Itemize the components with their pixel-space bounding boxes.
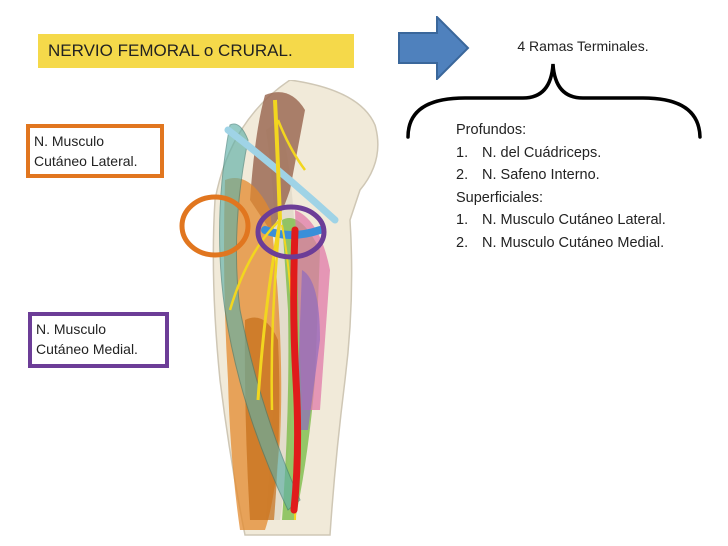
lateral-label-line-2: Cutáneo Lateral. — [34, 153, 138, 169]
branch-number: 2. — [456, 167, 469, 183]
medial-label-line-1: N. Musculo — [36, 321, 107, 337]
branch-text: N. del Cuádriceps. — [482, 144, 602, 161]
femoral-artery — [290, 226, 302, 514]
branch-list-item: 2. N. Safeno Interno. — [456, 164, 666, 187]
branch-text: Profundos: — [456, 122, 527, 138]
medial-highlight-circle — [255, 204, 327, 260]
lateral-label-line-1: N. Musculo — [34, 133, 105, 149]
branch-text: N. Safeno Interno. — [482, 167, 600, 183]
branch-number: 2. — [456, 234, 469, 251]
medial-label-line-2: Cutáneo Medial. — [36, 341, 138, 357]
ramas-label: 4 Ramas Terminales. — [517, 38, 649, 54]
title-box: NERVIO FEMORAL o CRURAL. — [38, 34, 354, 68]
lateral-label-box: N. Musculo Cutáneo Lateral. — [26, 124, 164, 178]
branch-text: Superficiales: — [456, 189, 544, 206]
inguinal-ligament — [224, 126, 339, 224]
branch-text: N. Musculo Cutáneo Medial. — [482, 234, 665, 251]
branch-list: Profundos: 1. N. del Cuádriceps. 2. N. Safen… — [456, 119, 666, 254]
nerve-branch-3 — [228, 219, 281, 311]
branch-number: 1. — [456, 144, 469, 161]
branch-list-item: 1. N. Musculo Cutáneo Lateral. — [456, 209, 666, 232]
nerve-branch-5 — [276, 119, 307, 171]
page-title: NERVIO FEMORAL o CRURAL. — [48, 41, 293, 60]
branch-list-item: 1. N. del Cuádriceps. — [456, 142, 666, 165]
branch-group-header: Profundos: — [456, 119, 666, 142]
thigh-anatomy-illustration — [179, 80, 379, 536]
nerve-branch-1 — [256, 219, 282, 401]
branch-text: N. Musculo Cutáneo Lateral. — [482, 212, 666, 228]
curly-brace — [406, 63, 702, 139]
branch-group-header: Superficiales: — [456, 187, 666, 210]
muscle-teal-sartorius — [219, 123, 301, 511]
medial-label-box: N. Musculo Cutáneo Medial. — [28, 312, 169, 368]
muscle-purple — [296, 270, 320, 430]
branch-number: 1. — [456, 212, 469, 228]
nerve-branch-2 — [270, 219, 282, 411]
right-arrow-icon — [398, 16, 470, 80]
lateral-highlight-circle — [179, 194, 251, 258]
branch-list-item: 2. N. Musculo Cutáneo Medial. — [456, 232, 666, 255]
